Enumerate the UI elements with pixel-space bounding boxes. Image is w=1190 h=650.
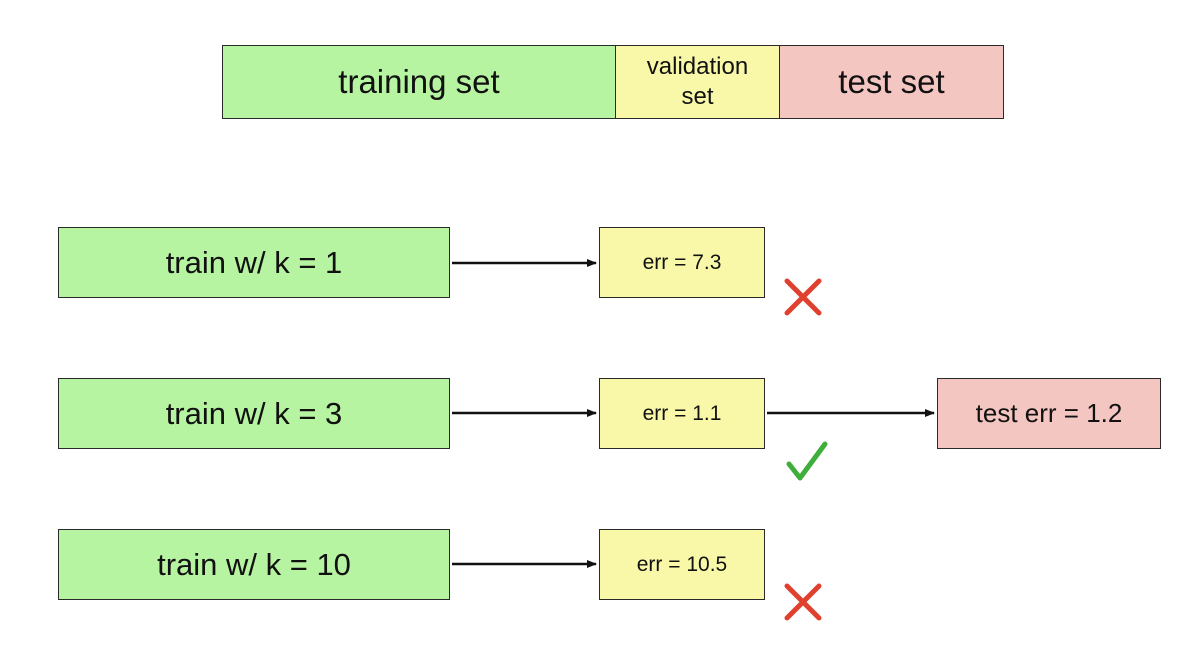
train-box-k3: train w/ k = 3 — [58, 378, 450, 449]
train-box-label: train w/ k = 10 — [157, 546, 351, 582]
train-box-k1: train w/ k = 1 — [58, 227, 450, 298]
train-box-label: train w/ k = 1 — [165, 244, 343, 280]
training-set-label: training set — [338, 63, 500, 100]
test-set-segment: test set — [780, 46, 1003, 118]
train-box-k10: train w/ k = 10 — [58, 529, 450, 600]
validation-error-label: err = 10.5 — [636, 552, 728, 576]
validation-set-label-line2: set — [681, 83, 714, 110]
x-mark-icon — [784, 583, 822, 621]
test-set-label: test set — [838, 63, 945, 100]
validation-set-label-line1: validation — [646, 53, 749, 80]
validation-error-box-k1: err = 7.3 — [599, 227, 765, 298]
validation-error-label: err = 1.1 — [642, 401, 722, 425]
validation-error-box-k10: err = 10.5 — [599, 529, 765, 600]
validation-error-box-k3: err = 1.1 — [599, 378, 765, 449]
training-set-segment: training set — [223, 46, 616, 118]
data-split-bar: training set validation set test set — [222, 45, 1004, 119]
validation-error-label: err = 7.3 — [642, 250, 722, 274]
train-box-label: train w/ k = 3 — [165, 395, 343, 431]
validation-set-label: validation set — [647, 52, 748, 112]
check-mark-icon — [786, 441, 828, 481]
test-error-label: test err = 1.2 — [975, 398, 1123, 428]
test-error-box: test err = 1.2 — [937, 378, 1161, 449]
validation-set-segment: validation set — [616, 46, 780, 118]
x-mark-icon — [784, 278, 822, 316]
